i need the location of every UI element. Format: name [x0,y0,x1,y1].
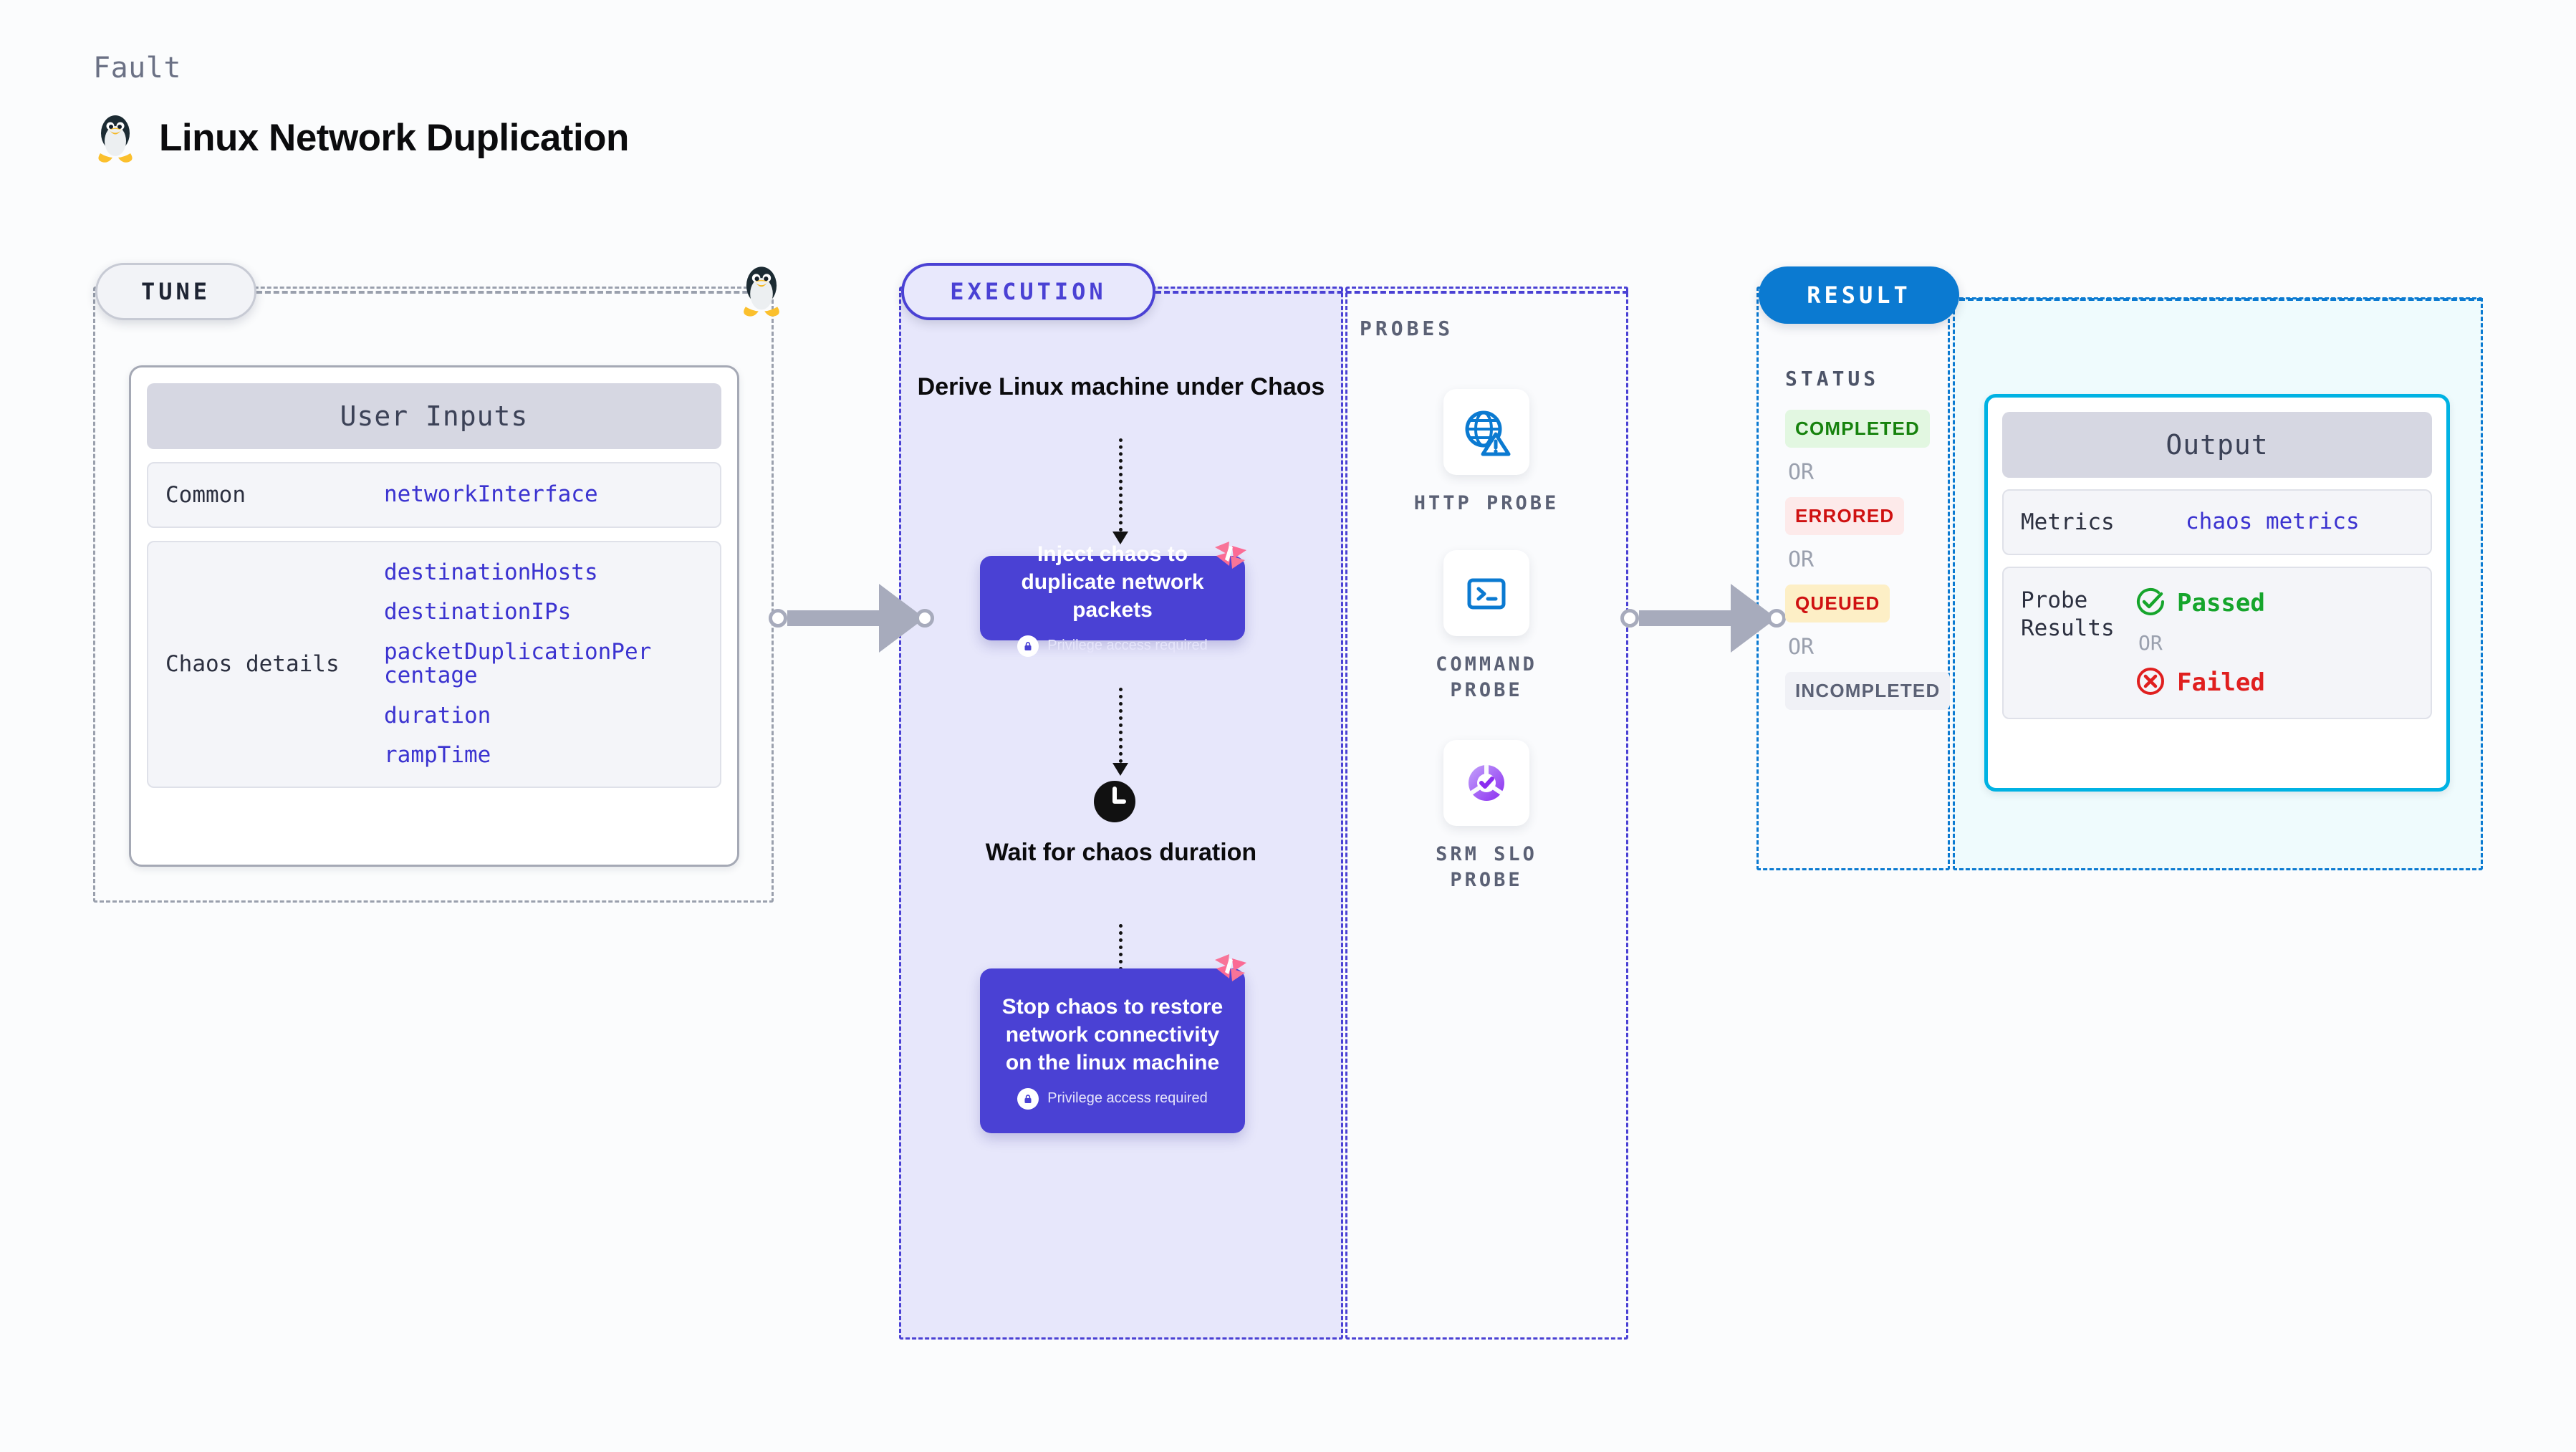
output-metrics-key: Metrics [2021,509,2115,535]
probe-item-http[interactable]: HTTP PROBE [1397,389,1576,516]
probe-result-passed: Passed [2135,587,2265,620]
arrow-execution-to-result [1620,584,1786,653]
globe-warning-icon [1443,389,1529,475]
tune-row-chaos-details: Chaos details destinationHosts destinati… [147,541,721,788]
arrow-end-dot [915,609,934,628]
tune-connector-line [256,291,774,294]
stop-chaos-label: Stop chaos to restore network connectivi… [1001,994,1224,1074]
page-title-row: Linux Network Duplication [93,111,629,164]
tune-row-chaos-details-values: destinationHosts destinationIPs packetDu… [384,559,656,769]
output-row-probe-results: Probe Results Passed OR [2002,567,2432,719]
harness-logo-icon [1211,539,1251,579]
stage-label-result[interactable]: RESULT [1759,266,1959,324]
probe-item-http-label: HTTP PROBE [1413,492,1559,514]
arrow-tune-to-execution [769,584,934,653]
probe-result-failed-label: Failed [2177,668,2265,697]
arrow-start-dot [769,609,787,628]
check-circle-icon [2135,587,2166,620]
input-duration[interactable]: duration [384,702,491,729]
status-or-1: OR [1788,460,1815,485]
probe-result-passed-label: Passed [2177,589,2265,617]
arrow-shaft [1639,610,1731,626]
input-destination-hosts[interactable]: destinationHosts [384,559,598,585]
terminal-icon [1443,550,1529,636]
status-or-2: OR [1788,547,1815,572]
page-title: Linux Network Duplication [159,116,629,159]
flow-connector-1 [1112,438,1128,544]
arrow-start-dot [1620,609,1639,628]
tune-linux-penguin-icon [738,262,785,322]
execution-step-derive-machine: Derive Linux machine under Chaos [917,373,1325,400]
execution-step-wait-duration: Wait for chaos duration [985,839,1257,866]
stop-chaos-privilege-note: Privilege access required [1017,1087,1208,1110]
input-network-interface[interactable]: networkInterface [384,481,598,508]
probe-item-command-label: COMMAND PROBE [1436,653,1537,702]
inject-chaos-label: Inject chaos to duplicate network packet… [1021,542,1204,622]
output-card: Output Metrics chaos metrics Probe Resul… [1984,394,2450,792]
execution-step-inject-chaos[interactable]: Inject chaos to duplicate network packet… [980,542,1245,657]
status-badge-errored: ERRORED [1785,497,1905,535]
probe-item-command[interactable]: COMMAND PROBE [1397,550,1576,704]
probe-result-or: OR [2138,631,2163,655]
tune-row-common-key: Common [165,482,246,508]
tune-row-common-values: networkInterface [384,481,598,508]
stage-result-frame [1756,287,1950,870]
status-badge-completed: COMPLETED [1785,410,1931,448]
probe-item-srm-slo-label: SRM SLO PROBE [1436,843,1537,892]
status-badge-queued: QUEUED [1785,585,1890,622]
result-connector-line [1959,298,2483,301]
probe-item-srm-slo[interactable]: SRM SLO PROBE [1397,740,1576,894]
harness-logo-icon [1211,951,1251,991]
output-metrics-value[interactable]: chaos metrics [2186,509,2360,535]
user-inputs-card: User Inputs Common networkInterface Chao… [129,365,739,867]
inject-chaos-privilege-note: Privilege access required [1017,635,1208,657]
user-inputs-card-title: User Inputs [147,383,721,449]
lock-icon [1017,1087,1039,1110]
flow-connector-2 [1112,688,1128,776]
slo-donut-check-icon [1443,740,1529,826]
input-packet-duplication-percentage[interactable]: packetDuplicationPercentage [384,638,652,689]
output-probe-results-values: Passed OR Failed [2135,587,2265,699]
arrow-end-dot [1767,609,1786,628]
lock-icon [1017,635,1039,657]
x-circle-icon [2135,666,2166,699]
stop-chaos-privilege-text: Privilege access required [1047,1090,1208,1106]
linux-penguin-icon [93,111,138,164]
status-or-3: OR [1788,635,1815,660]
clock-icon [1092,779,1137,827]
output-card-title: Output [2002,412,2432,478]
stage-label-tune[interactable]: TUNE [95,263,256,320]
output-row-metrics: Metrics chaos metrics [2002,489,2432,555]
input-ramp-time[interactable]: rampTime [384,742,491,769]
tune-row-chaos-details-key: Chaos details [165,651,340,678]
inject-chaos-privilege-text: Privilege access required [1047,638,1208,653]
result-status-stack: COMPLETED OR ERRORED OR QUEUED OR INCOMP… [1785,410,1951,710]
tune-row-common: Common networkInterface [147,462,721,528]
status-badge-incompleted: INCOMPLETED [1785,672,1951,710]
probe-result-failed: Failed [2135,666,2265,699]
output-probe-results-key: Probe Results [2021,587,2115,641]
input-destination-ips[interactable]: destinationIPs [384,599,572,625]
stage-label-execution[interactable]: EXECUTION [901,263,1155,320]
arrow-shaft [787,610,879,626]
result-status-label: STATUS [1785,367,1880,390]
page-kicker: Fault [93,52,181,85]
probes-section-label: PROBES [1360,317,1454,340]
execution-connector-line [1155,291,1628,294]
execution-step-stop-chaos[interactable]: Stop chaos to restore network connectivi… [980,968,1245,1133]
